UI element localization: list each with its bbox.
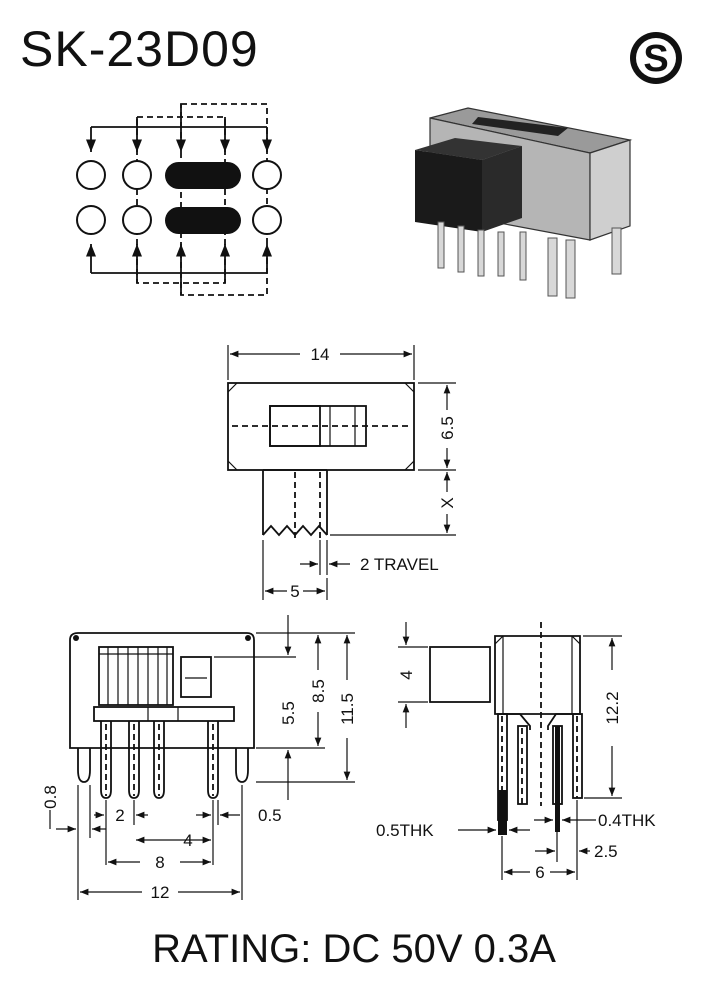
side-view-drawing: 4 12.2 0.5THK 0.4THK 2.5 6	[376, 622, 656, 882]
front-view-drawing: 5.5 8.5 11.5 0.8 2 4 0.5 8	[41, 615, 357, 902]
dim-side-height: 12.2	[603, 691, 622, 724]
dim-side-actuator: 4	[397, 670, 416, 679]
dim-side-span: 6	[535, 863, 544, 882]
dim-actuator-width: 5	[290, 582, 299, 601]
dim-front-h1: 5.5	[279, 701, 298, 725]
rating-text: RATING: DC 50V 0.3A	[152, 927, 556, 971]
dim-top-height: 6.5	[438, 416, 457, 440]
dim-pin-dia: 0.8	[41, 785, 60, 809]
dim-side-thk-left: 0.5THK	[376, 821, 434, 840]
dim-span-12: 12	[151, 883, 170, 902]
s-circle-logo-icon: S	[630, 32, 682, 84]
dim-side-offset: 2.5	[594, 842, 618, 861]
dim-travel: 2 TRAVEL	[360, 555, 439, 574]
dim-front-h3: 11.5	[338, 693, 357, 725]
switch-photo-illustration	[415, 107, 633, 299]
dim-side-thk-right: 0.4THK	[598, 811, 656, 830]
circuit-schematic	[76, 103, 282, 296]
dim-pin-thk: 0.5	[258, 806, 282, 825]
dim-pin-pitch-4: 4	[183, 831, 192, 850]
dim-front-h2: 8.5	[309, 679, 328, 703]
part-number-title: SK-23D09	[20, 21, 259, 77]
dim-pitch: 2	[115, 806, 124, 825]
dim-actuator-length: X	[438, 497, 457, 508]
dim-span-8: 8	[155, 853, 164, 872]
svg-text:S: S	[643, 38, 668, 80]
dim-top-width: 14	[311, 345, 330, 364]
top-view-drawing: 14 6.5 X 2 TRAVEL 5	[227, 345, 457, 601]
